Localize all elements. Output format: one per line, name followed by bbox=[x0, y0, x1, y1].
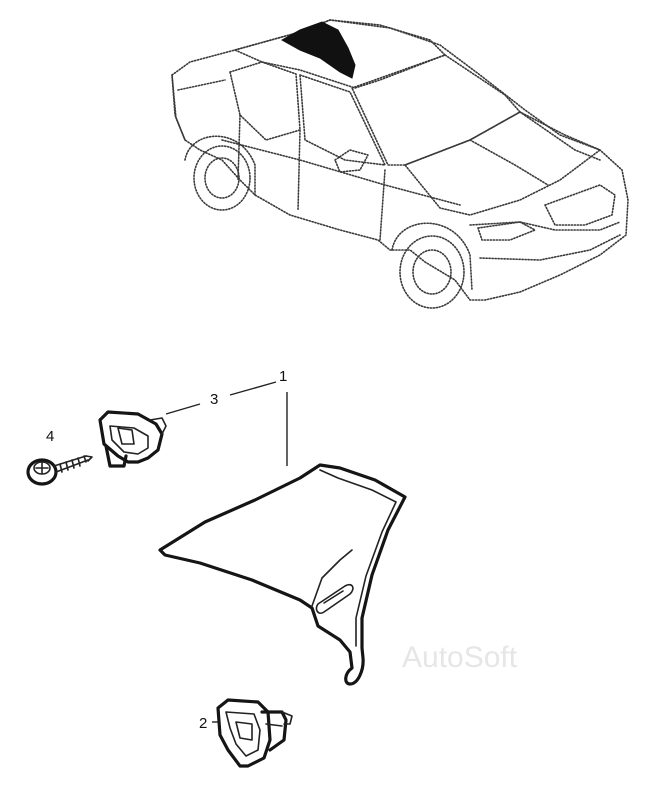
part-4-screw bbox=[26, 455, 93, 486]
leader-lines bbox=[165, 381, 288, 723]
callout-3: 3 bbox=[210, 391, 218, 408]
part-1-trim-panel bbox=[158, 463, 407, 686]
watermark: AutoSoft bbox=[402, 641, 518, 674]
highlighted-panel bbox=[280, 21, 356, 79]
part-3-retainer bbox=[98, 410, 167, 468]
part-2-clip bbox=[216, 698, 293, 768]
callout-2: 2 bbox=[199, 715, 207, 732]
callout-1: 1 bbox=[279, 368, 287, 385]
car-illustration bbox=[171, 19, 629, 309]
callout-4: 4 bbox=[46, 428, 54, 445]
